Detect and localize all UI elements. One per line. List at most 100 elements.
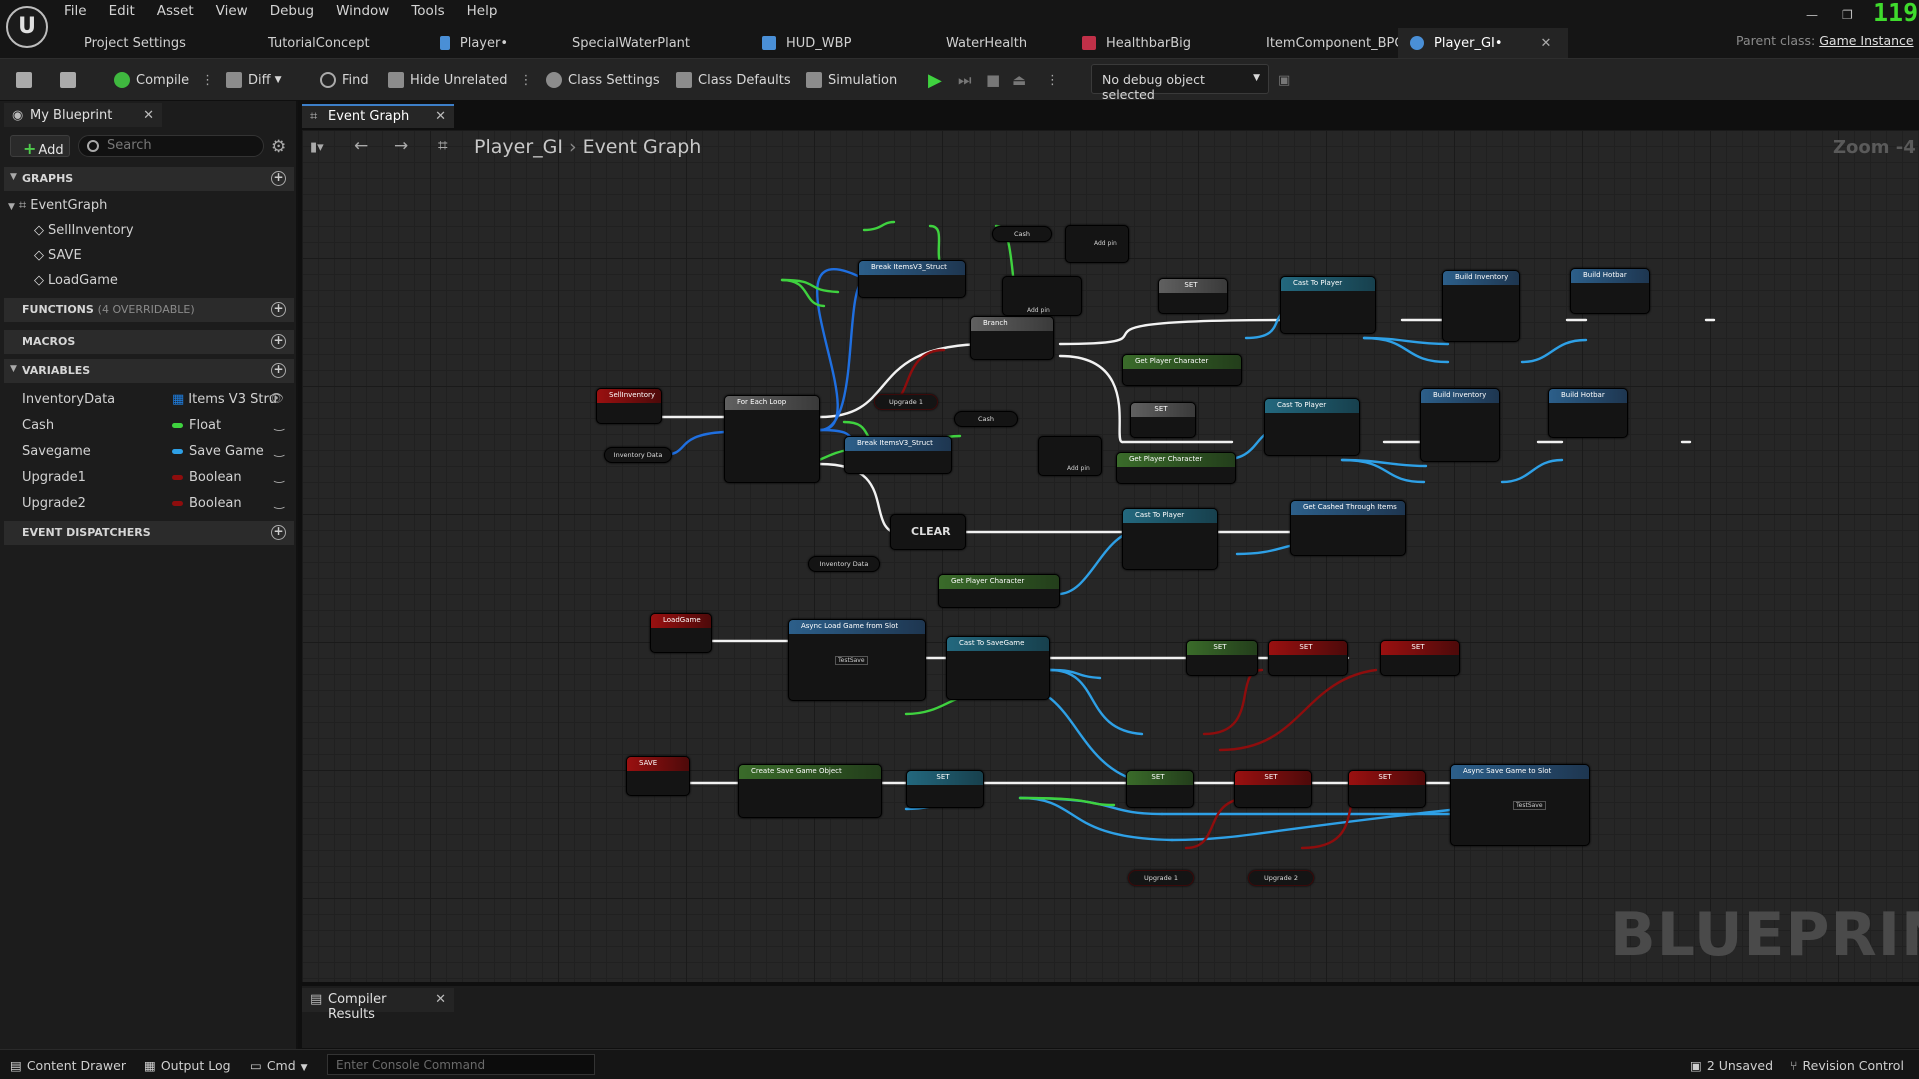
revision-control-button[interactable]: ⑂Revision Control — [1790, 1058, 1904, 1073]
node-cast-to-player[interactable]: Cast To Player — [1280, 276, 1376, 334]
close-icon[interactable]: ✕ — [1540, 35, 1552, 51]
node-set-cash[interactable]: SET — [1158, 278, 1228, 314]
compile-options-icon[interactable]: ⋮ — [201, 72, 215, 88]
breadcrumb-root[interactable]: Player_GI — [474, 136, 563, 158]
close-icon[interactable]: ✕ — [435, 992, 446, 1007]
node-multiply[interactable]: Add pin — [1002, 276, 1082, 316]
node-create-save-game-object[interactable]: Create Save Game Object — [738, 764, 882, 818]
add-button[interactable]: +Add — [10, 135, 70, 158]
add-graph-icon[interactable]: + — [271, 171, 286, 186]
menu-file[interactable]: File — [64, 3, 87, 19]
event-node-sellinventory[interactable]: SellInventory — [596, 388, 662, 424]
node-set-upgrade1[interactable]: SET — [1234, 770, 1312, 808]
close-icon[interactable]: ✕ — [143, 108, 154, 123]
diff-button[interactable]: Diff▼ — [226, 67, 282, 93]
tab-player[interactable]: Player• — [376, 28, 522, 58]
node-cast-to-player[interactable]: Cast To Player — [1264, 398, 1360, 456]
tab-my-blueprint[interactable]: ◉My Blueprint✕ — [4, 103, 162, 127]
macros-section-header[interactable]: MACROS+ — [4, 330, 294, 354]
menu-asset[interactable]: Asset — [156, 3, 194, 19]
tab-itemcomponent-bpc[interactable]: ItemComponent_BPC — [1218, 28, 1403, 58]
variable-get-upgrade2[interactable]: Upgrade 2 — [1248, 870, 1314, 886]
tab-compiler-results[interactable]: ▤Compiler Results✕ — [302, 988, 454, 1022]
variable-type[interactable]: ▦Items V3 Stru — [172, 392, 277, 407]
variable-type[interactable]: Boolean — [172, 470, 242, 485]
stop-button[interactable]: ■ — [986, 67, 1000, 93]
variable-type[interactable]: Boolean — [172, 496, 242, 511]
graph-item-eventgraph[interactable]: ▼⌗EventGraph — [8, 198, 107, 213]
add-variable-icon[interactable]: + — [271, 363, 286, 378]
gear-icon[interactable]: ⚙ — [271, 137, 287, 157]
variables-section-header[interactable]: ▼VARIABLES+ — [4, 359, 294, 383]
console-command-input[interactable]: Enter Console Command — [327, 1054, 595, 1075]
node-set-cash[interactable]: SET — [1130, 402, 1196, 438]
debug-object-select[interactable]: No debug object selected▼ — [1091, 64, 1269, 102]
eye-closed-icon[interactable]: ‿ — [274, 443, 284, 457]
node-set-upgrade2[interactable]: SET — [1380, 640, 1460, 676]
node-break-struct[interactable]: Break ItemsV3_Struct — [858, 260, 966, 298]
node-get-player-character[interactable]: Get Player Character — [1116, 452, 1236, 484]
graphs-section-header[interactable]: ▼GRAPHS+ — [4, 167, 294, 191]
tab-healthbarbig[interactable]: HealthbarBig — [1040, 28, 1218, 58]
variable-get-cash[interactable]: Cash — [992, 226, 1052, 242]
eye-closed-icon[interactable]: ‿ — [274, 417, 284, 431]
event-node-save[interactable]: SAVE — [626, 756, 690, 796]
minimize-icon[interactable]: — — [1806, 8, 1818, 22]
menu-tools[interactable]: Tools — [411, 3, 445, 19]
graph-item-save[interactable]: ◇SAVE — [34, 248, 82, 263]
debug-filter-button[interactable]: ▣ — [1278, 67, 1290, 93]
node-branch[interactable]: Branch — [970, 316, 1054, 360]
variable-row[interactable]: InventoryData▦Items V3 Stru👁 — [22, 391, 294, 416]
node-for-each-loop[interactable]: For Each Loop — [724, 395, 820, 483]
browse-icon[interactable] — [60, 67, 82, 93]
eye-icon[interactable]: 👁 — [268, 391, 284, 405]
hide-unrelated-button[interactable]: Hide Unrelated⋮ — [388, 67, 533, 93]
eye-closed-icon[interactable]: ‿ — [274, 495, 284, 509]
breadcrumb-leaf[interactable]: Event Graph — [582, 136, 702, 158]
simulation-button[interactable]: Simulation — [806, 67, 897, 93]
cmd-dropdown[interactable]: ▭Cmd▼ — [250, 1058, 308, 1073]
node-build-inventory[interactable]: Build Inventory — [1420, 388, 1500, 462]
graph-item-loadgame[interactable]: ◇LoadGame — [34, 273, 118, 288]
more-options-icon[interactable]: ⋮ — [519, 72, 533, 88]
save-icon[interactable] — [16, 67, 38, 93]
eject-button[interactable]: ⏏ — [1012, 67, 1026, 93]
node-get-player-character[interactable]: Get Player Character — [1122, 354, 1242, 386]
step-button[interactable]: ⏭ — [958, 67, 972, 93]
variable-get-inventorydata[interactable]: Inventory Data — [604, 447, 672, 463]
node-get-cashed-through-items[interactable]: Get Cashed Through Items — [1290, 500, 1406, 556]
variable-get-cash[interactable]: Cash — [954, 411, 1018, 427]
search-input[interactable]: Search — [78, 135, 264, 157]
tab-event-graph[interactable]: ⌗Event Graph✕ — [302, 104, 454, 128]
add-function-icon[interactable]: + — [271, 302, 286, 317]
class-defaults-button[interactable]: Class Defaults — [676, 67, 791, 93]
menu-debug[interactable]: Debug — [269, 3, 315, 19]
node-cast-to-savegame[interactable]: Cast To SaveGame — [946, 636, 1050, 700]
node-clear-array[interactable]: CLEAR — [890, 514, 966, 550]
tab-specialwaterplant[interactable]: SpecialWaterPlant — [522, 28, 702, 58]
restore-icon[interactable]: ❐ — [1842, 8, 1853, 22]
node-get-player-character[interactable]: Get Player Character — [938, 574, 1060, 608]
variable-get-inventorydata[interactable]: Inventory Data — [808, 556, 880, 572]
node-set-cash[interactable]: SET — [1126, 770, 1194, 808]
tab-player-gi[interactable]: Player_GI•✕ — [1398, 28, 1568, 58]
functions-section-header[interactable]: FUNCTIONS (4 OVERRIDABLE)+ — [4, 298, 294, 322]
node-add[interactable]: Add pin — [1038, 436, 1102, 476]
variable-get-upgrade1[interactable]: Upgrade 1 — [1128, 870, 1194, 886]
add-macro-icon[interactable]: + — [271, 334, 286, 349]
class-settings-button[interactable]: Class Settings — [546, 67, 660, 93]
slot-name-input[interactable]: TestSave — [835, 656, 868, 665]
menu-help[interactable]: Help — [466, 3, 498, 19]
tab-tutorialconcept[interactable]: TutorialConcept — [186, 28, 376, 58]
slot-name-input[interactable]: TestSave — [1513, 801, 1546, 810]
event-dispatchers-section-header[interactable]: EVENT DISPATCHERS+ — [4, 521, 294, 545]
back-arrow-icon[interactable]: ← — [354, 136, 369, 156]
node-build-hotbar[interactable]: Build Hotbar — [1570, 268, 1650, 314]
compile-button[interactable]: Compile⋮ — [114, 67, 214, 93]
variable-type[interactable]: Save Game — [172, 444, 264, 459]
